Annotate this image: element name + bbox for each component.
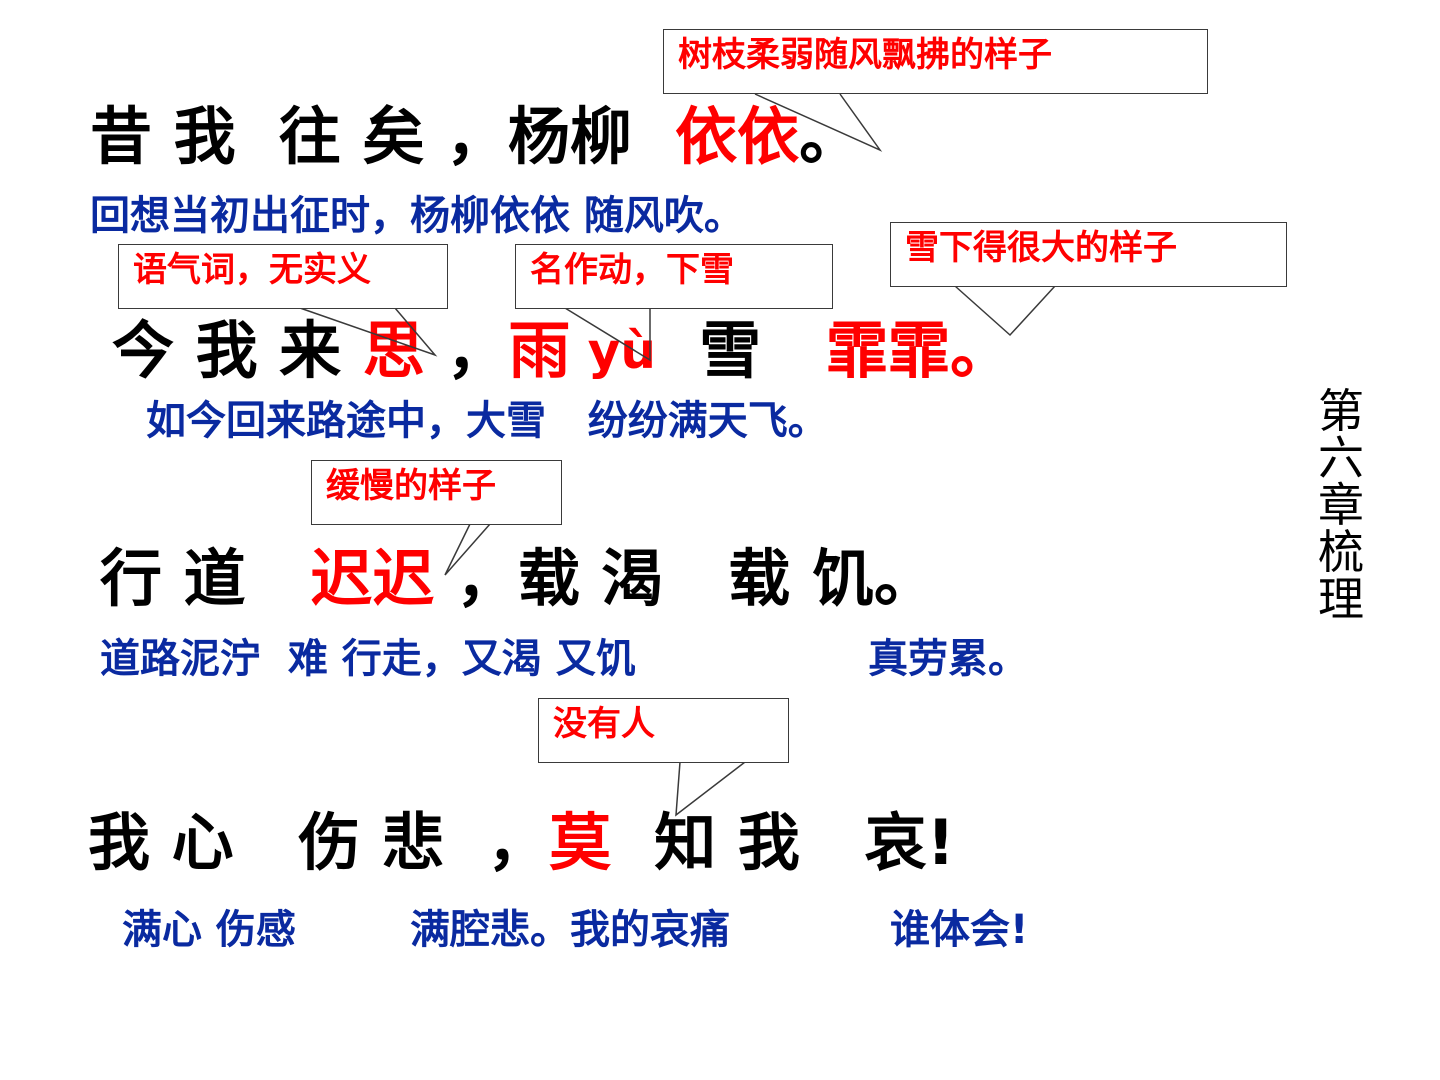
poem-line-1-text: 昔 我 往 矣 ，杨柳: [90, 100, 676, 173]
translation-line-4c: 谁体会!: [890, 907, 1029, 953]
poem-line-3-end: ，载 渴 载 饥。: [434, 542, 936, 615]
translation-line-4b: 满腔悲。我的哀痛: [410, 907, 730, 953]
poem-line-4-key: 莫: [549, 806, 612, 879]
translation-line-4a: 满心 伤感: [122, 907, 296, 953]
poem-line-2-pinyin: yù: [570, 322, 656, 380]
poem-line-3-text: 行 道: [100, 542, 311, 615]
note-si: 语气词，无实义: [118, 244, 448, 309]
note-feifei: 雪下得很大的样子: [890, 222, 1287, 287]
poem-line-2: 今 我 来 思 ，雨 yù 雪 霏霏。: [112, 320, 1012, 382]
note-yu: 名作动，下雪: [515, 244, 833, 309]
poem-line-4-end: 知 我 哀!: [611, 806, 955, 879]
poem-line-1-end: 。: [799, 100, 862, 173]
poem-line-2-comma: ，: [424, 314, 509, 387]
translation-line-3b: 真劳累。: [868, 636, 1028, 682]
poem-line-2-xue: 雪: [656, 314, 826, 387]
note-yiyi: 树枝柔弱随风飘拂的样子: [663, 29, 1208, 94]
poem-line-4: 我 心 伤 悲 ，莫 知 我 哀!: [88, 812, 955, 874]
translation-line-2: 如今回来路途中，大雪 纷纷满天飞。: [146, 398, 828, 444]
poem-line-2-key-feifei: 霏霏。: [825, 314, 1012, 387]
side-title: 第六章梳理: [1318, 384, 1364, 626]
poem-line-1-key: 依依: [675, 100, 800, 173]
note-mo: 没有人: [538, 698, 789, 763]
poem-line-2-key-si: 思: [362, 314, 425, 387]
poem-line-2-text: 今 我 来: [112, 314, 363, 387]
poem-line-1: 昔 我 往 矣 ，杨柳 依依。: [90, 106, 861, 168]
poem-line-4-text: 我 心 伤 悲 ，: [88, 806, 550, 879]
poem-line-2-key-yu: 雨: [508, 314, 571, 387]
translation-line-1: 回想当初出征时，杨柳依依 随风吹。: [90, 193, 744, 239]
poem-line-3: 行 道 迟迟 ，载 渴 载 饥。: [100, 548, 936, 610]
poem-line-3-key: 迟迟: [310, 542, 435, 615]
translation-line-3a: 道路泥泞 难 行走，又渴 又饥: [100, 636, 636, 682]
note-chichi: 缓慢的样子: [311, 460, 562, 525]
